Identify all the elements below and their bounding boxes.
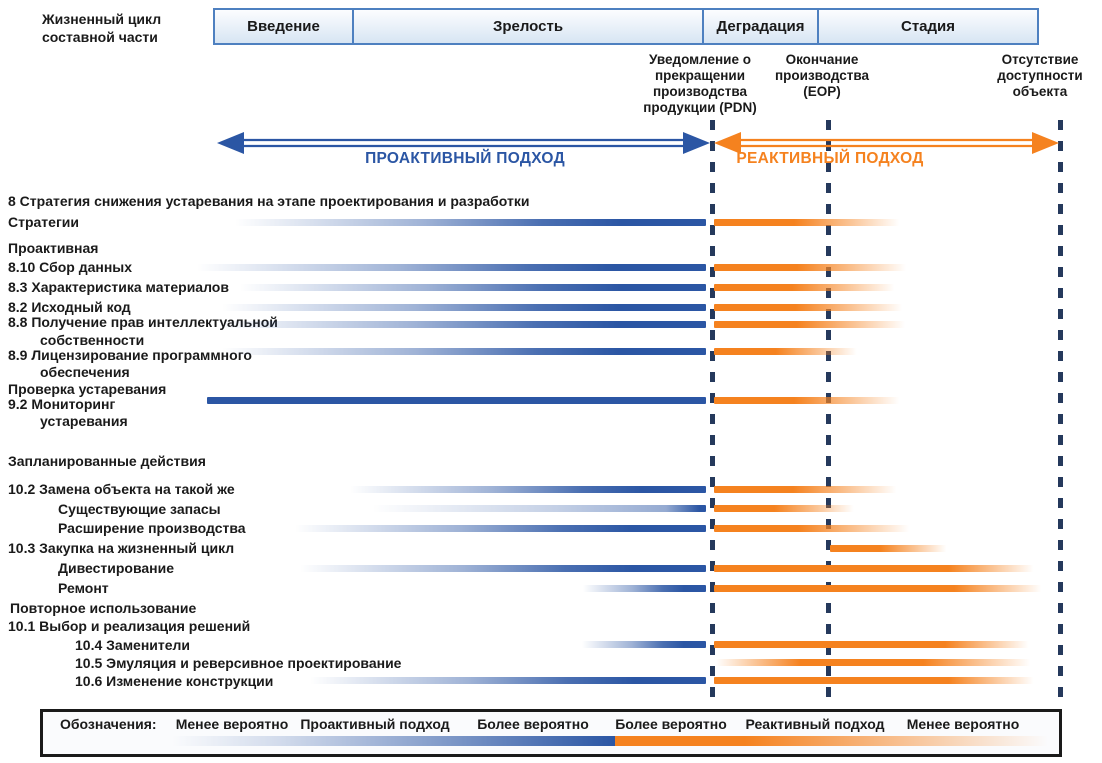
milestone-dashed-line-2: [825, 120, 831, 702]
row-label-23: 10.4 Заменители: [75, 637, 191, 653]
row-bar-orange-7: [714, 320, 911, 328]
row-bar-blue-19: [300, 564, 706, 572]
lifecycle-axis-label: Жизненный цикл составной части: [42, 11, 162, 45]
row-label-2: Стратегии: [8, 214, 79, 230]
milestone-label-2: Окончание производства (EOP): [775, 52, 869, 99]
row-bar-orange-18: [830, 544, 950, 552]
row-bar-orange-2: [714, 218, 905, 226]
row-label-25: 10.6 Изменение конструкции: [75, 673, 274, 689]
legend-label-2: Проактивный подход: [300, 716, 450, 732]
approach-arrows: [217, 132, 1059, 154]
row-label-8: собственности: [40, 332, 145, 348]
row-bar-orange-24: [716, 658, 1040, 666]
row-label-5: 8.3 Характеристика материалов: [8, 279, 229, 295]
row-label-24: 10.5 Эмуляция и реверсивное проектирован…: [75, 655, 402, 671]
milestone-dashed-line-1: [709, 120, 715, 702]
row-label-12: 9.2 Мониторинг: [8, 396, 116, 412]
row-label-10: обеспечения: [40, 364, 130, 380]
stage-cell-4: Стадия: [817, 8, 1039, 45]
row-label-20: Ремонт: [58, 580, 109, 596]
row-bar-orange-5: [714, 283, 900, 291]
row-bar-orange-6: [714, 303, 908, 311]
row-bar-blue-17: [295, 524, 706, 532]
legend-bar-proactive: [172, 736, 615, 746]
stage-cell-3: Деградация: [702, 8, 819, 45]
row-bar-blue-5: [240, 283, 706, 291]
row-bar-orange-12: [714, 396, 905, 404]
row-bar-blue-25: [310, 676, 706, 684]
row-bar-orange-23: [714, 640, 1035, 648]
row-label-18: 10.3 Закупка на жизненный цикл: [8, 540, 235, 556]
legend-box: [40, 709, 1062, 757]
row-bar-orange-16: [714, 504, 858, 512]
row-label-3: Проактивная: [8, 240, 99, 256]
milestone-label-1: Уведомление о прекращении производства п…: [643, 52, 757, 115]
row-bar-orange-4: [714, 263, 912, 271]
row-label-14: Запланированные действия: [8, 453, 206, 469]
legend-title: Обозначения:: [60, 716, 157, 732]
legend-label-3: Более вероятно: [477, 716, 589, 732]
row-label-21: Повторное использование: [10, 600, 197, 616]
row-bar-blue-2: [235, 218, 706, 226]
legend-label-4: Более вероятно: [615, 716, 727, 732]
row-label-1: 8 Стратегия снижения устаревания на этап…: [8, 193, 530, 209]
milestone-label-3: Отсутствие доступности объекта: [997, 52, 1083, 99]
row-bar-blue-20: [583, 584, 706, 592]
row-label-16: Существующие запасы: [58, 501, 221, 517]
row-label-6: 8.2 Исходный код: [8, 299, 131, 315]
legend-label-5: Реактивный подход: [745, 716, 885, 732]
row-label-4: 8.10 Сбор данных: [8, 259, 133, 275]
proactive-approach-label: ПРОАКТИВНЫЙ ПОДХОД: [365, 150, 565, 167]
row-bar-blue-9: [222, 347, 706, 355]
row-bar-blue-16: [372, 504, 706, 512]
row-bar-orange-25: [714, 676, 1040, 684]
row-bar-orange-20: [714, 584, 1048, 592]
stage-cell-1: Введение: [213, 8, 354, 45]
row-label-13: устаревания: [40, 413, 128, 429]
reactive-arrow: [714, 132, 1059, 154]
row-bar-orange-19: [714, 564, 1040, 572]
reactive-approach-label: РЕАКТИВНЫЙ ПОДХОД: [736, 150, 924, 167]
proactive-arrow: [217, 132, 710, 154]
legend-label-1: Менее вероятно: [175, 716, 289, 732]
row-label-22: 10.1 Выбор и реализация решений: [8, 618, 251, 634]
row-bar-blue-6: [222, 303, 706, 311]
row-label-15: 10.2 Замена объекта на такой же: [8, 481, 235, 497]
row-bar-blue-23: [582, 640, 706, 648]
row-bar-orange-17: [714, 524, 915, 532]
row-bar-blue-12: [207, 396, 706, 404]
row-bar-blue-4: [197, 263, 706, 271]
row-label-17: Расширение производства: [58, 520, 246, 536]
row-label-9: 8.9 Лицензирование программного: [8, 347, 252, 363]
row-bar-blue-15: [350, 485, 706, 493]
row-label-19: Дивестирование: [58, 560, 175, 576]
legend-bar-reactive: [615, 736, 1048, 746]
row-bar-orange-9: [714, 347, 861, 355]
legend-label-6: Менее вероятно: [906, 716, 1020, 732]
row-bar-blue-7: [220, 320, 706, 328]
row-bar-orange-15: [714, 485, 902, 493]
row-label-7: 8.8 Получение прав интеллектуальной: [8, 314, 278, 330]
row-label-11: Проверка устаревания: [8, 381, 167, 397]
stage-cell-2: Зрелость: [352, 8, 704, 45]
milestone-dashed-line-3: [1057, 120, 1063, 702]
